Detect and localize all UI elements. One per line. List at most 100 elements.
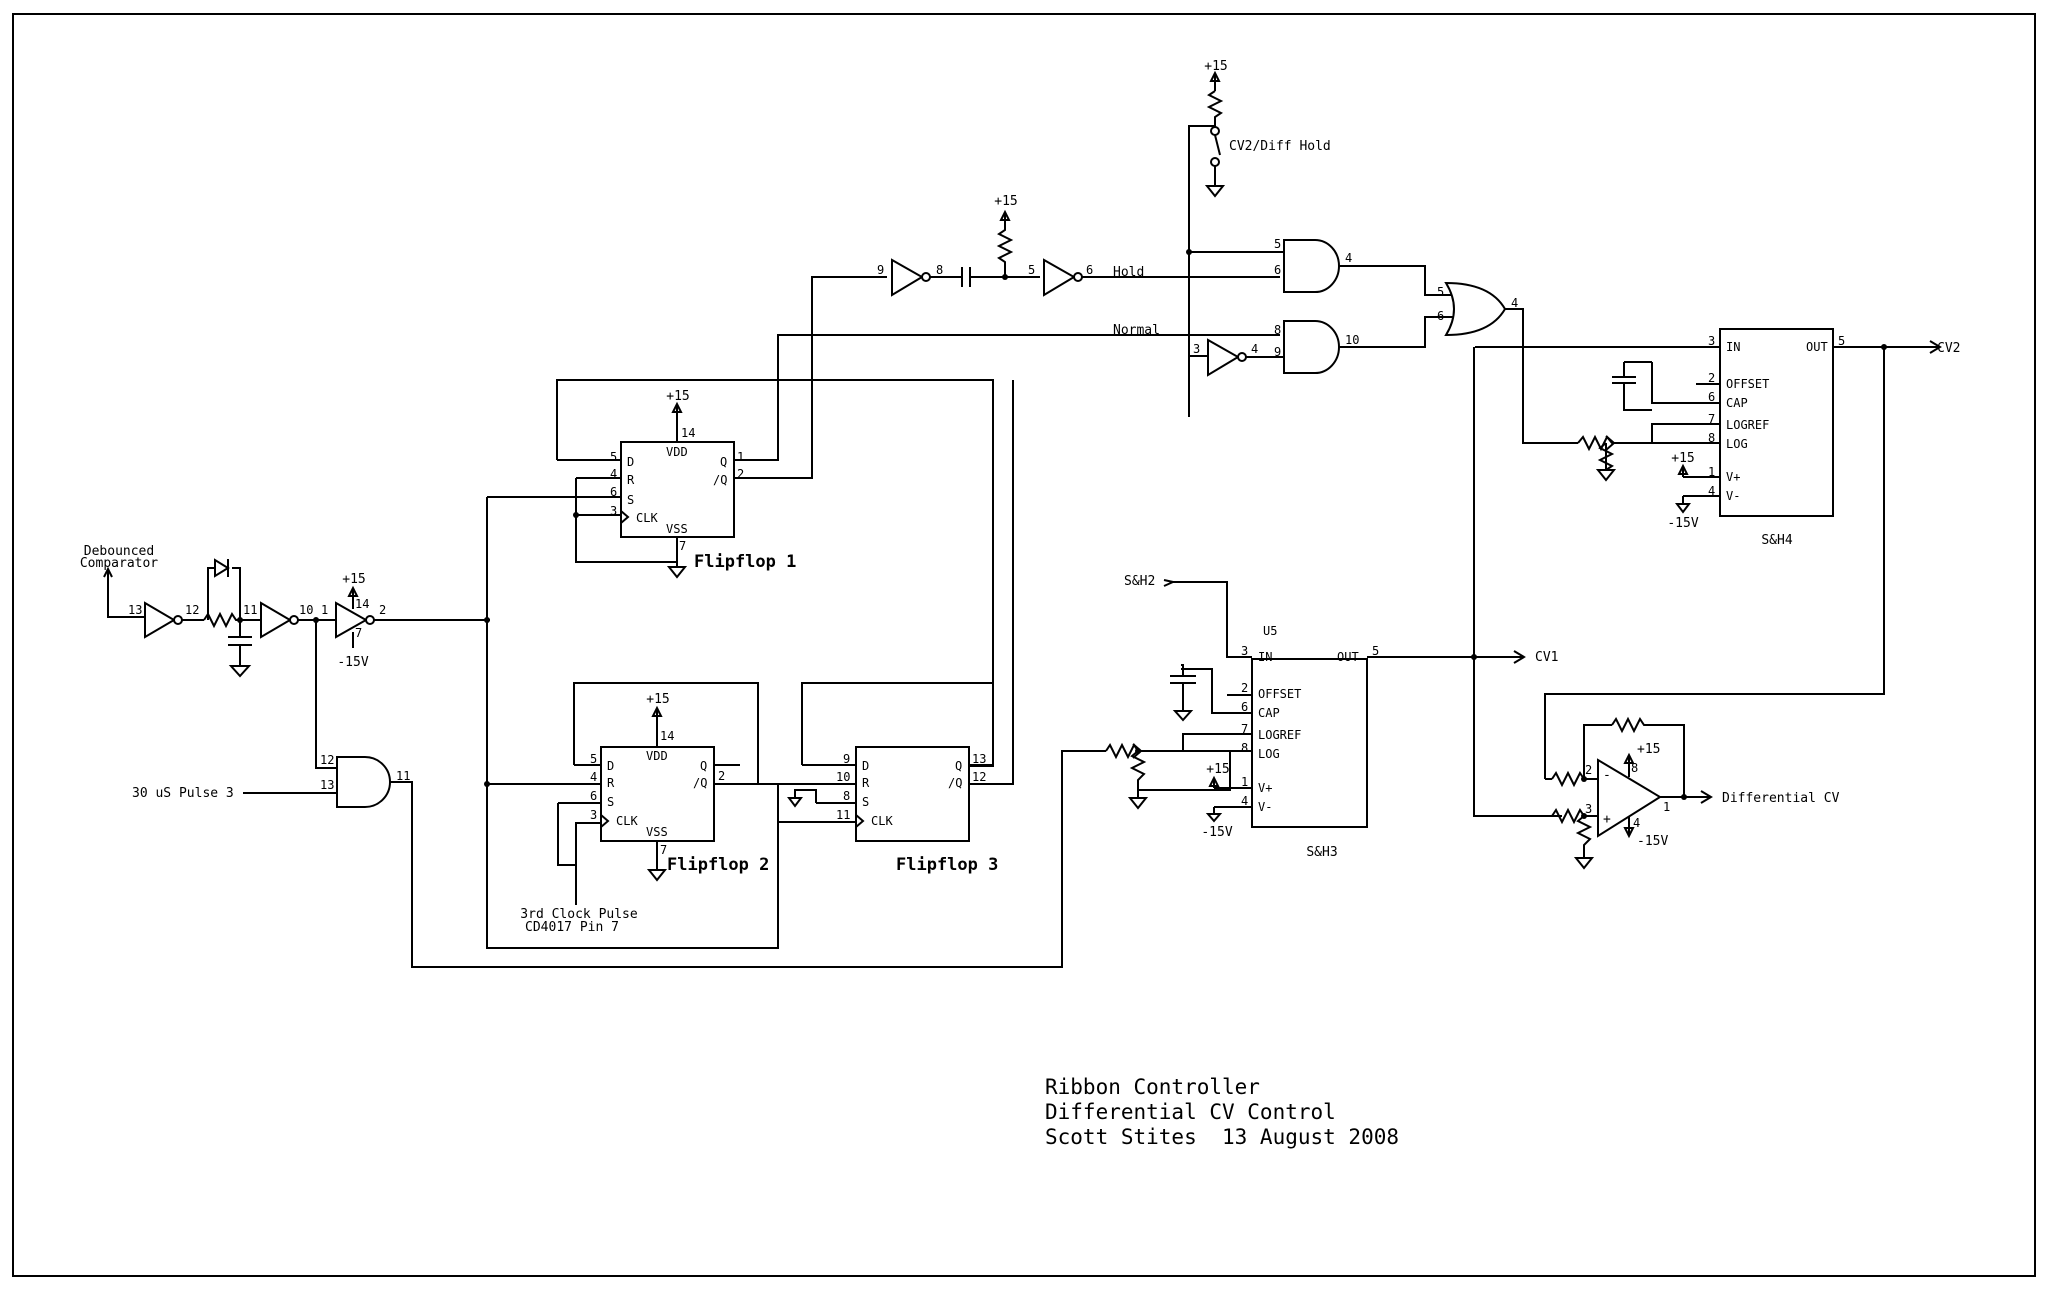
svg-text:LOGREF: LOGREF bbox=[1726, 418, 1769, 432]
svg-text:OFFSET: OFFSET bbox=[1726, 377, 1769, 391]
svg-text:3: 3 bbox=[1585, 802, 1592, 816]
svg-text:9: 9 bbox=[843, 752, 850, 766]
svg-text:/Q: /Q bbox=[693, 776, 707, 790]
svg-text:5: 5 bbox=[610, 450, 617, 464]
svg-text:6: 6 bbox=[610, 485, 617, 499]
svg-text:-15V: -15V bbox=[1637, 834, 1668, 849]
pullup-resistor bbox=[996, 209, 1014, 277]
svg-text:13: 13 bbox=[972, 752, 986, 766]
svg-text:8: 8 bbox=[1708, 431, 1715, 445]
svg-text:3: 3 bbox=[1708, 334, 1715, 348]
svg-text:-15V: -15V bbox=[1201, 825, 1232, 840]
normal-label: Normal bbox=[1113, 323, 1160, 338]
svg-text:Q: Q bbox=[700, 759, 707, 773]
svg-text:Q: Q bbox=[955, 759, 962, 773]
svg-text:R: R bbox=[627, 473, 635, 487]
svg-text:CLK: CLK bbox=[616, 814, 638, 828]
pulse-input-label: 30 uS Pulse 3 bbox=[132, 786, 234, 801]
inverter-gate bbox=[144, 601, 176, 639]
svg-text:V-: V- bbox=[1726, 489, 1740, 503]
cv2-output-label: CV2 bbox=[1937, 341, 1960, 356]
inverter-gate bbox=[891, 258, 924, 297]
supply-label: -15V bbox=[337, 655, 368, 670]
svg-text:VSS: VSS bbox=[666, 522, 688, 536]
title-line-1: Ribbon Controller bbox=[1045, 1075, 1260, 1099]
svg-text:LOG: LOG bbox=[1726, 437, 1748, 451]
hold-label: Hold bbox=[1113, 265, 1144, 280]
sample-hold-4: IN OUT OFFSET CAP LOGREF LOG V+ V- 3 2 6… bbox=[1475, 328, 1960, 779]
title-line-2: Differential CV Control bbox=[1045, 1100, 1336, 1124]
svg-text:5: 5 bbox=[1274, 237, 1281, 251]
svg-text:+15: +15 bbox=[1671, 451, 1694, 466]
differential-opamp: - + 2 3 1 8 4 Differential CV +15 -15V bbox=[1545, 716, 1840, 870]
svg-text:-15V: -15V bbox=[1667, 516, 1698, 531]
svg-text:1: 1 bbox=[321, 603, 328, 617]
svg-text:13: 13 bbox=[128, 603, 142, 617]
svg-text:7: 7 bbox=[1241, 722, 1248, 736]
svg-text:6: 6 bbox=[1274, 263, 1281, 277]
svg-text:R: R bbox=[862, 776, 870, 790]
sh2-input-label: S&H2 bbox=[1124, 574, 1155, 589]
svg-text:11: 11 bbox=[243, 603, 257, 617]
svg-text:6: 6 bbox=[1241, 700, 1248, 714]
svg-text:2: 2 bbox=[718, 769, 725, 783]
pot bbox=[1573, 815, 1595, 870]
svg-text:LOG: LOG bbox=[1258, 747, 1280, 761]
svg-text:R: R bbox=[607, 776, 615, 790]
svg-text:V+: V+ bbox=[1258, 781, 1272, 795]
title-line-3: Scott Stites 13 August 2008 bbox=[1045, 1125, 1399, 1149]
sample-hold-3: U5 IN OUT OFFSET CAP LOGREF LOG V+ V- 3 … bbox=[1124, 574, 1379, 860]
and-gate bbox=[1283, 239, 1340, 293]
svg-text:7: 7 bbox=[1708, 412, 1715, 426]
pot bbox=[1597, 442, 1615, 471]
hold-chain: 9 8 +15 5 6 Hold Normal bbox=[877, 194, 1280, 338]
flipflop-1-label: Flipflop 1 bbox=[694, 552, 796, 572]
and-gate-pulse: 12 30 uS Pulse 3 13 11 bbox=[132, 620, 1106, 968]
comparator-buffer bbox=[335, 601, 369, 639]
svg-text:D: D bbox=[627, 455, 634, 469]
svg-text:-: - bbox=[1603, 768, 1611, 783]
and-gate bbox=[336, 756, 391, 808]
svg-text:CAP: CAP bbox=[1258, 706, 1280, 720]
svg-text:7: 7 bbox=[660, 843, 667, 857]
svg-text:2: 2 bbox=[1585, 763, 1592, 777]
clock-label-2: CD4017 Pin 7 bbox=[525, 920, 619, 935]
svg-text:8: 8 bbox=[843, 789, 850, 803]
svg-text:13: 13 bbox=[320, 778, 334, 792]
svg-text:+15: +15 bbox=[1206, 762, 1229, 777]
svg-text:4: 4 bbox=[1251, 342, 1258, 356]
supply-label: +15 bbox=[342, 572, 365, 587]
svg-text:+15: +15 bbox=[1204, 59, 1227, 74]
input-chain: Debounced Comparator 13 12 11 10 1 2 14 … bbox=[80, 544, 490, 678]
diff-cv-output-label: Differential CV bbox=[1722, 791, 1840, 806]
u5-label: U5 bbox=[1263, 624, 1277, 638]
flipflop-2-label: Flipflop 2 bbox=[667, 855, 769, 875]
reset-bus bbox=[486, 497, 779, 949]
cv1-output-label: CV1 bbox=[1535, 650, 1558, 665]
and-gate bbox=[1283, 320, 1340, 374]
svg-text:CLK: CLK bbox=[636, 511, 658, 525]
svg-text:4: 4 bbox=[1708, 484, 1715, 498]
svg-text:14: 14 bbox=[681, 426, 695, 440]
svg-text:IN: IN bbox=[1726, 340, 1740, 354]
drawing-border bbox=[12, 13, 2036, 1277]
flipflop-1: D R S CLK Q /Q VDD VSS 5 4 6 3 1 2 14 7 … bbox=[487, 276, 1280, 767]
svg-text:+: + bbox=[1603, 812, 1611, 827]
sh3-pins-wiring: +15 -15V CV1 bbox=[1105, 347, 1562, 840]
svg-text:OUT: OUT bbox=[1337, 650, 1359, 664]
svg-text:8: 8 bbox=[1631, 761, 1638, 775]
svg-text:5: 5 bbox=[1028, 263, 1035, 277]
svg-text:CAP: CAP bbox=[1726, 396, 1748, 410]
logic-gates: 5 6 4 3 4 8 9 10 5 6 4 bbox=[1189, 237, 1578, 444]
svg-text:1: 1 bbox=[1708, 465, 1715, 479]
pullup-resistor bbox=[1188, 90, 1224, 417]
svg-text:9: 9 bbox=[877, 263, 884, 277]
svg-text:VSS: VSS bbox=[646, 825, 668, 839]
mode-switch[interactable]: +15 CV2/Diff Hold bbox=[1186, 59, 1331, 417]
inverter-gate bbox=[260, 601, 292, 639]
svg-text:12: 12 bbox=[185, 603, 199, 617]
svg-text:5: 5 bbox=[590, 752, 597, 766]
feedback-resistor bbox=[1611, 716, 1685, 797]
svg-text:/Q: /Q bbox=[713, 473, 727, 487]
